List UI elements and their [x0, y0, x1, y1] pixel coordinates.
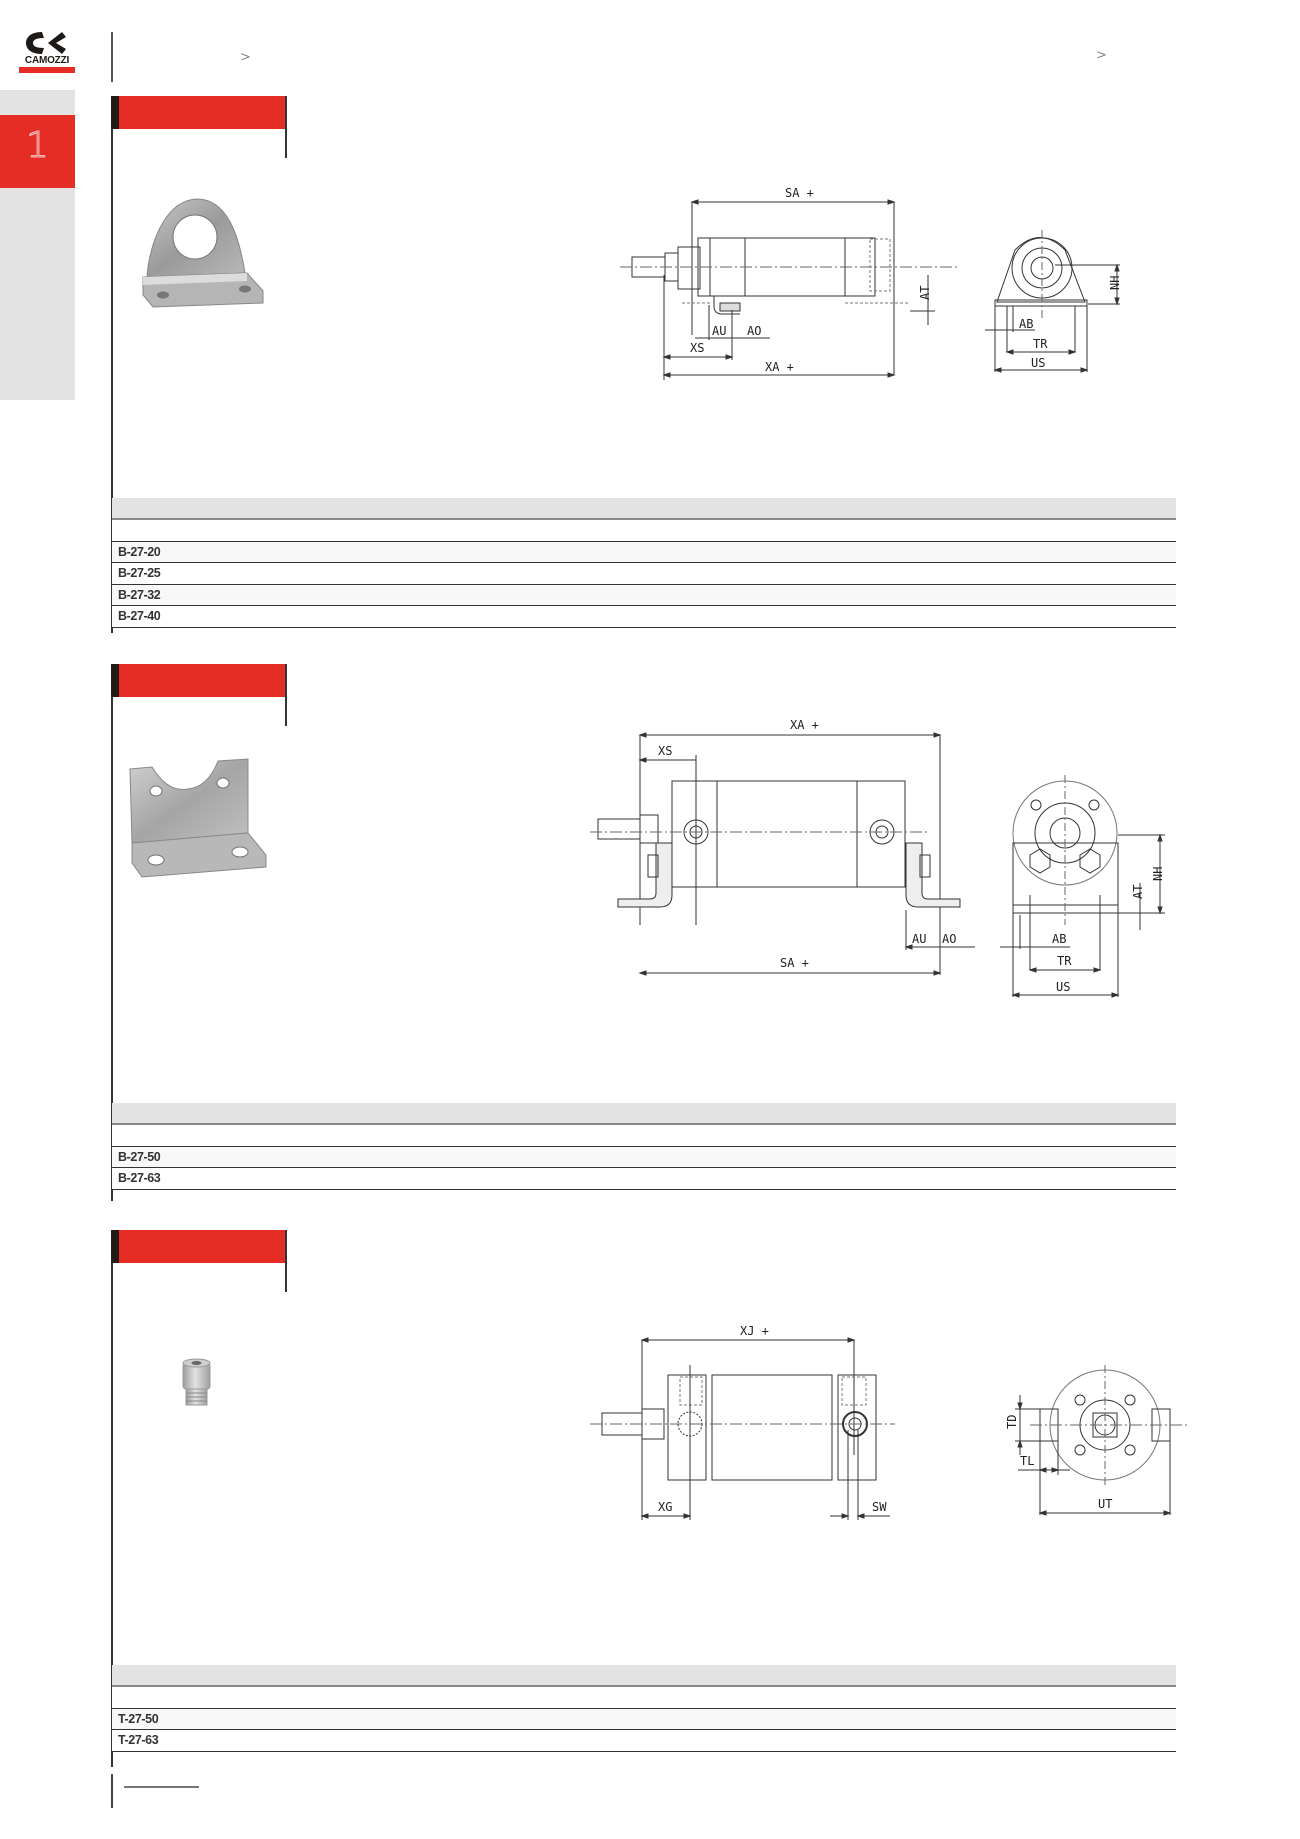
- dim-label: AT: [1131, 885, 1145, 899]
- brand-name: CAMOZZI: [24, 55, 70, 66]
- table-header: [112, 498, 1176, 520]
- footer-line: [124, 1786, 199, 1788]
- dim-label: NH: [1108, 276, 1122, 290]
- section-header: [111, 96, 286, 129]
- table-row: T-27-50: [112, 1708, 1176, 1730]
- dim-label: UT: [1098, 1497, 1112, 1511]
- dim-label: US: [1056, 980, 1070, 994]
- model-code: T-27-50: [118, 1711, 159, 1726]
- footer-divider: [111, 1774, 113, 1808]
- breadcrumb-separator: >: [1096, 48, 1107, 63]
- dim-label: SA +: [780, 956, 809, 970]
- section-header: [111, 664, 286, 697]
- brand-bar: [19, 67, 75, 73]
- model-code: B-27-32: [118, 587, 161, 602]
- dim-label: NH: [1151, 867, 1165, 881]
- dim-label: AU: [712, 324, 726, 338]
- dim-label: TR: [1033, 337, 1048, 351]
- technical-drawing-end-view: NH AB TR US: [985, 230, 1122, 373]
- dimensions-table: B-27-50 B-27-63: [112, 1103, 1176, 1190]
- dim-label: XS: [658, 744, 672, 758]
- model-code: B-27-20: [118, 544, 161, 559]
- dim-label: XA +: [790, 718, 819, 732]
- table-row: B-27-40: [112, 606, 1176, 628]
- model-code: B-27-25: [118, 566, 161, 580]
- dim-label: AB: [1019, 317, 1033, 331]
- model-code: B-27-50: [118, 1149, 161, 1164]
- table-row: B-27-63: [112, 1168, 1176, 1190]
- section-header: [111, 1230, 286, 1263]
- table-header: [112, 1103, 1176, 1125]
- dim-label: AU: [912, 932, 926, 946]
- dim-label: AT: [918, 286, 932, 300]
- model-code: T-27-63: [118, 1733, 159, 1747]
- technical-drawing-end-view: TD TL UT: [1005, 1365, 1190, 1516]
- camozzi-logo: CAMOZZI: [18, 30, 76, 74]
- table-header: [112, 1665, 1176, 1687]
- section-header-rule: [285, 1230, 287, 1292]
- dim-label: AO: [942, 932, 956, 946]
- model-code: B-27-40: [118, 609, 161, 623]
- dim-label: SW: [872, 1500, 887, 1514]
- section-rule: [111, 96, 113, 633]
- technical-drawing-side-view: XA + XS AU AO SA +: [590, 718, 975, 976]
- l-bracket-image: [129, 758, 267, 878]
- section-rule: [111, 1230, 113, 1767]
- dim-label: TL: [1020, 1454, 1034, 1468]
- dim-label: US: [1031, 356, 1045, 370]
- dim-label: XG: [658, 1500, 672, 1514]
- dim-label: XS: [690, 341, 704, 355]
- dim-label: TD: [1005, 1415, 1019, 1429]
- dim-label: XJ +: [740, 1325, 769, 1338]
- header-divider: [111, 32, 113, 82]
- section-header-rule: [285, 664, 287, 726]
- table-subheader: [112, 1687, 1176, 1709]
- breadcrumb-separator: >: [240, 50, 251, 65]
- section-rule: [111, 664, 113, 1201]
- dim-label: TR: [1057, 954, 1072, 968]
- table-row: B-27-50: [112, 1146, 1176, 1168]
- technical-drawing-side-view: SA + AT AU AO XS XA +: [620, 186, 960, 380]
- trunnion-pin-image: [182, 1358, 211, 1406]
- model-code: B-27-63: [118, 1171, 161, 1185]
- section-header-rule: [285, 96, 287, 158]
- dimensions-table: B-27-20 B-27-25 B-27-32 B-27-40: [112, 498, 1176, 628]
- table-row: B-27-25: [112, 563, 1176, 585]
- dim-label: SA +: [785, 186, 814, 200]
- table-row: T-27-63: [112, 1730, 1176, 1752]
- table-subheader: [112, 520, 1176, 542]
- foot-bracket-image: [142, 198, 264, 308]
- section-header-tab: [111, 664, 119, 697]
- dimensions-table: T-27-50 T-27-63: [112, 1665, 1176, 1752]
- chapter-number: 1: [26, 125, 50, 167]
- table-row: B-27-32: [112, 584, 1176, 606]
- cc-logo-icon: [26, 32, 66, 54]
- technical-drawing-side-view: XJ + XG SW: [590, 1325, 895, 1520]
- technical-drawing-end-view: AT NH AB TR US: [1000, 775, 1165, 998]
- chapter-tab[interactable]: [0, 115, 75, 188]
- table-subheader: [112, 1125, 1176, 1147]
- section-header-tab: [111, 1230, 119, 1263]
- section-header-tab: [111, 96, 119, 129]
- dim-label: AB: [1052, 932, 1066, 946]
- dim-label: AO: [747, 324, 761, 338]
- dim-label: XA +: [765, 360, 794, 374]
- table-row: B-27-20: [112, 541, 1176, 563]
